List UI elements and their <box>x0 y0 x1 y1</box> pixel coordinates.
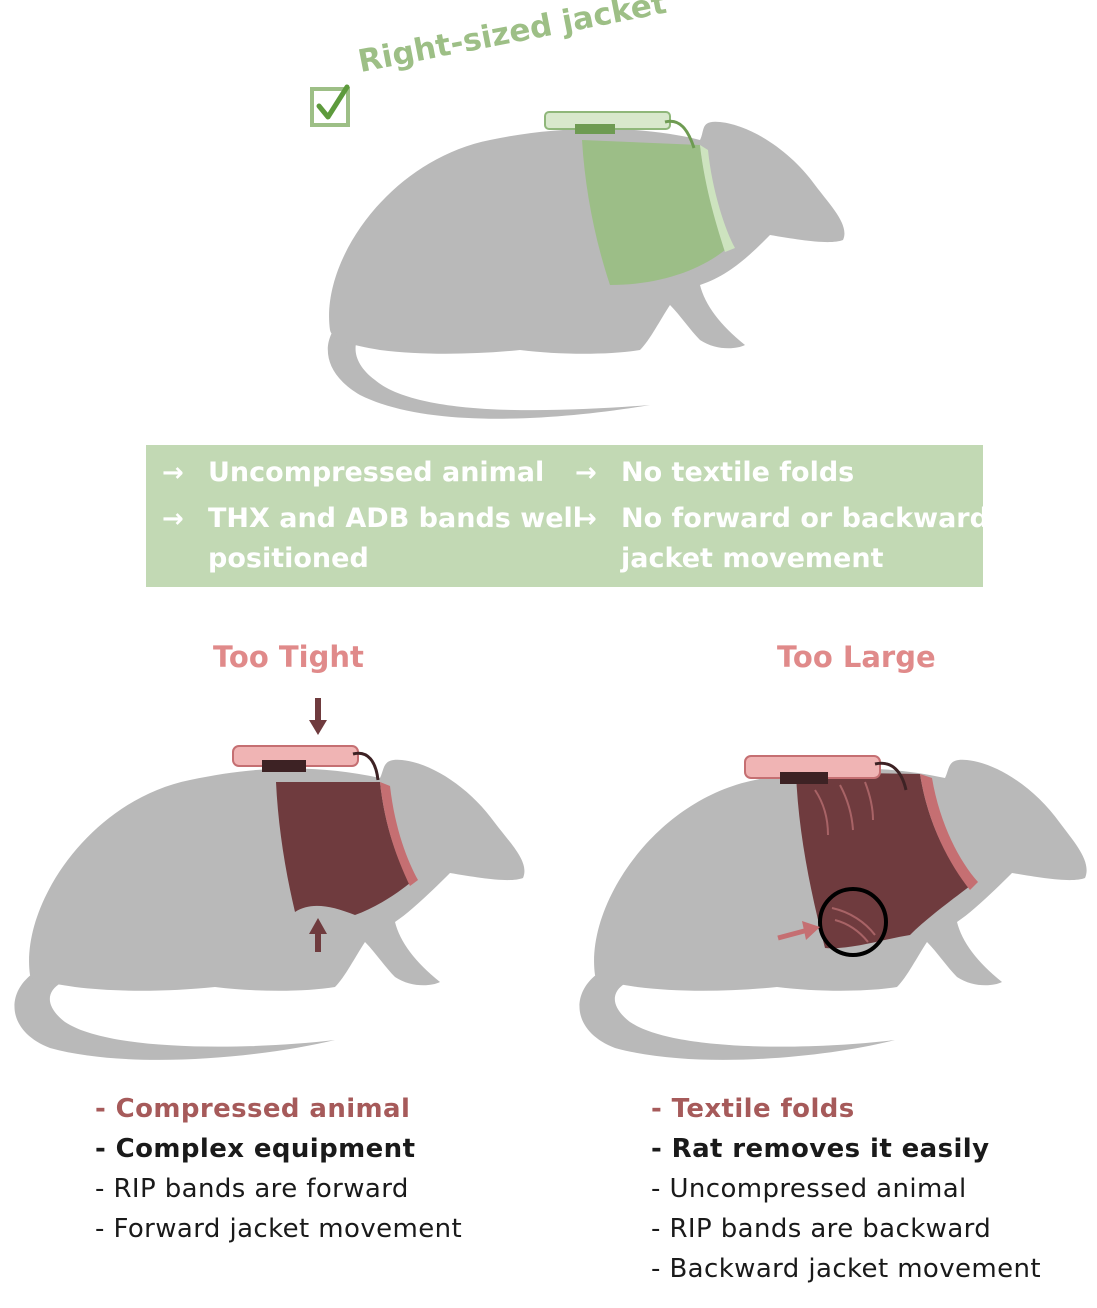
rat-too-tight <box>14 698 525 1060</box>
compression-arrow-icon <box>309 698 327 952</box>
list-item: - Rat removes it easily <box>651 1134 990 1164</box>
arrow-right-icon: → <box>575 458 597 488</box>
list-item: - Complex equipment <box>95 1134 416 1164</box>
arrow-right-icon: → <box>162 504 184 534</box>
recording-device-icon <box>744 755 908 791</box>
list-item: - Forward jacket movement <box>95 1214 463 1244</box>
rat-body <box>14 759 525 1060</box>
too-large-title: Too Large <box>777 640 936 674</box>
too-tight-title: Too Tight <box>213 640 364 674</box>
jacket-too-tight <box>276 782 410 915</box>
arrow-right-icon: → <box>162 458 184 488</box>
list-item: - RIP bands are backward <box>651 1214 992 1244</box>
recording-device-icon <box>544 111 696 149</box>
benefit-no-movement: No forward or backward <box>621 503 989 534</box>
list-item: - Uncompressed animal <box>651 1174 967 1204</box>
rat-body <box>327 121 845 419</box>
textile-folds <box>814 781 876 943</box>
recording-device-icon <box>232 745 380 781</box>
jacket-too-large <box>796 772 970 949</box>
benefit-bands-positioned-cont: positioned <box>208 543 369 574</box>
pointer-arrow-icon <box>777 921 820 941</box>
list-item: - Textile folds <box>651 1094 855 1124</box>
benefits-box: → Uncompressed animal → THX and ADB band… <box>146 445 989 587</box>
arrow-right-icon: → <box>575 504 597 534</box>
list-item: - RIP bands are forward <box>95 1174 409 1204</box>
list-item: - Backward jacket movement <box>651 1254 1042 1284</box>
jacket-right-sized <box>582 140 725 285</box>
benefit-no-movement-cont: jacket movement <box>621 543 884 574</box>
benefit-no-folds: No textile folds <box>621 457 855 488</box>
rat-too-large <box>579 755 1087 1060</box>
rat-right-sized <box>327 111 845 419</box>
highlight-circle-icon <box>818 887 888 957</box>
checkmark-icon <box>310 84 350 127</box>
list-item: - Compressed animal <box>95 1094 411 1124</box>
benefit-uncompressed: Uncompressed animal <box>208 457 545 488</box>
benefit-bands-positioned: THX and ADB bands well <box>208 503 583 534</box>
